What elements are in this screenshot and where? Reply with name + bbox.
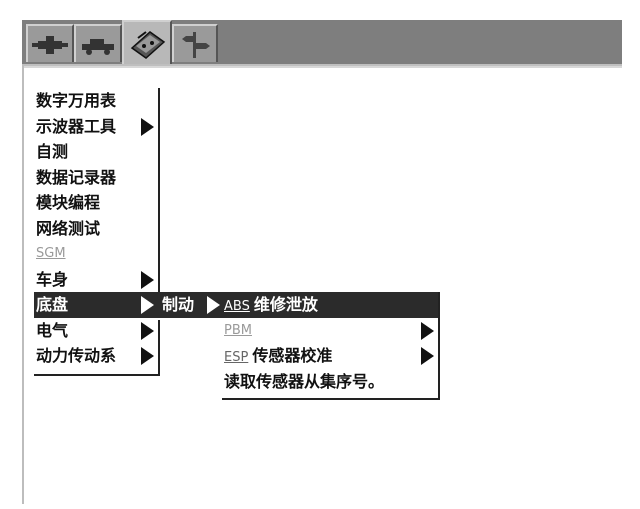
menu-item-label: 传感器校准 xyxy=(252,346,333,365)
menu-item-label: 车身 xyxy=(36,269,69,289)
menu-item-label: 维修泄放 xyxy=(253,295,318,314)
submenu-arrow-icon xyxy=(141,270,154,289)
submenu-arrow-icon xyxy=(141,347,154,365)
menu-item-label: 自测 xyxy=(36,142,69,161)
menu-item-network-test[interactable]: 网络测试 xyxy=(34,216,158,242)
menu-item-label: 电气 xyxy=(36,320,69,340)
tab-routes[interactable] xyxy=(172,24,218,62)
menu-item-data-logger[interactable]: 数据记录器 xyxy=(34,165,158,191)
panel-top-border xyxy=(22,66,622,68)
submenu-arrow-icon xyxy=(421,321,434,340)
menu-item-read-sensor-serial[interactable]: 读取传感器从集序号。 xyxy=(222,369,438,395)
menu-item-electrical[interactable]: 电气 xyxy=(34,318,158,344)
menu-item-label: 数据记录器 xyxy=(36,167,117,187)
submenu-arrow-icon xyxy=(207,296,220,314)
plug-icon xyxy=(32,36,68,54)
system-prefix: PBM xyxy=(224,322,252,338)
menu-item-label: 动力传动系 xyxy=(36,346,117,365)
menu-item-multimeter[interactable]: 数字万用表 xyxy=(34,88,158,114)
menu-item-body[interactable]: 车身 xyxy=(34,267,158,293)
menu-item-module-programming[interactable]: 模块编程 xyxy=(34,190,158,216)
submenu-arrow-icon xyxy=(421,347,434,365)
submenu-arrow-icon xyxy=(141,321,154,340)
toolbox-icon xyxy=(130,31,166,59)
car-icon xyxy=(82,39,114,55)
menu-item-chassis[interactable]: 底盘 xyxy=(34,292,158,318)
submenu-arrow-icon xyxy=(141,117,154,136)
tab-connect[interactable] xyxy=(26,24,74,62)
system-prefix: ESP xyxy=(224,350,249,365)
chassis-submenu: 制动 xyxy=(158,292,224,320)
signpost-icon xyxy=(182,32,210,58)
menu-item-sgm: SGM xyxy=(34,241,158,267)
menu-item-label: 底盘 xyxy=(36,295,69,314)
menu-item-powertrain[interactable]: 动力传动系 xyxy=(34,343,158,369)
panel-left-border xyxy=(22,64,24,504)
system-prefix: ABS xyxy=(224,299,250,314)
menu-item-pbm: PBM xyxy=(222,318,438,344)
main-menu: 数字万用表 示波器工具 自测 数据记录器 模块编程 网络测试 SGM 车身 底盘… xyxy=(34,88,160,376)
menu-item-label: 模块编程 xyxy=(36,193,101,212)
menu-item-label: 网络测试 xyxy=(36,218,101,238)
menu-item-brake[interactable]: 制动 xyxy=(158,292,224,318)
menu-item-label: 数字万用表 xyxy=(36,91,117,110)
menu-item-label: SGM xyxy=(36,246,66,261)
tool-tab-bar xyxy=(22,20,622,66)
menu-item-selftest[interactable]: 自测 xyxy=(34,139,158,165)
tab-vehicle[interactable] xyxy=(74,24,122,62)
menu-item-label: 制动 xyxy=(162,295,195,314)
menu-item-label: 示波器工具 xyxy=(36,116,117,136)
menu-item-oscilloscope[interactable]: 示波器工具 xyxy=(34,114,158,140)
submenu-arrow-icon xyxy=(141,296,154,314)
tab-toolbox[interactable] xyxy=(122,20,172,64)
menu-item-label: 读取传感器从集序号。 xyxy=(224,371,385,391)
